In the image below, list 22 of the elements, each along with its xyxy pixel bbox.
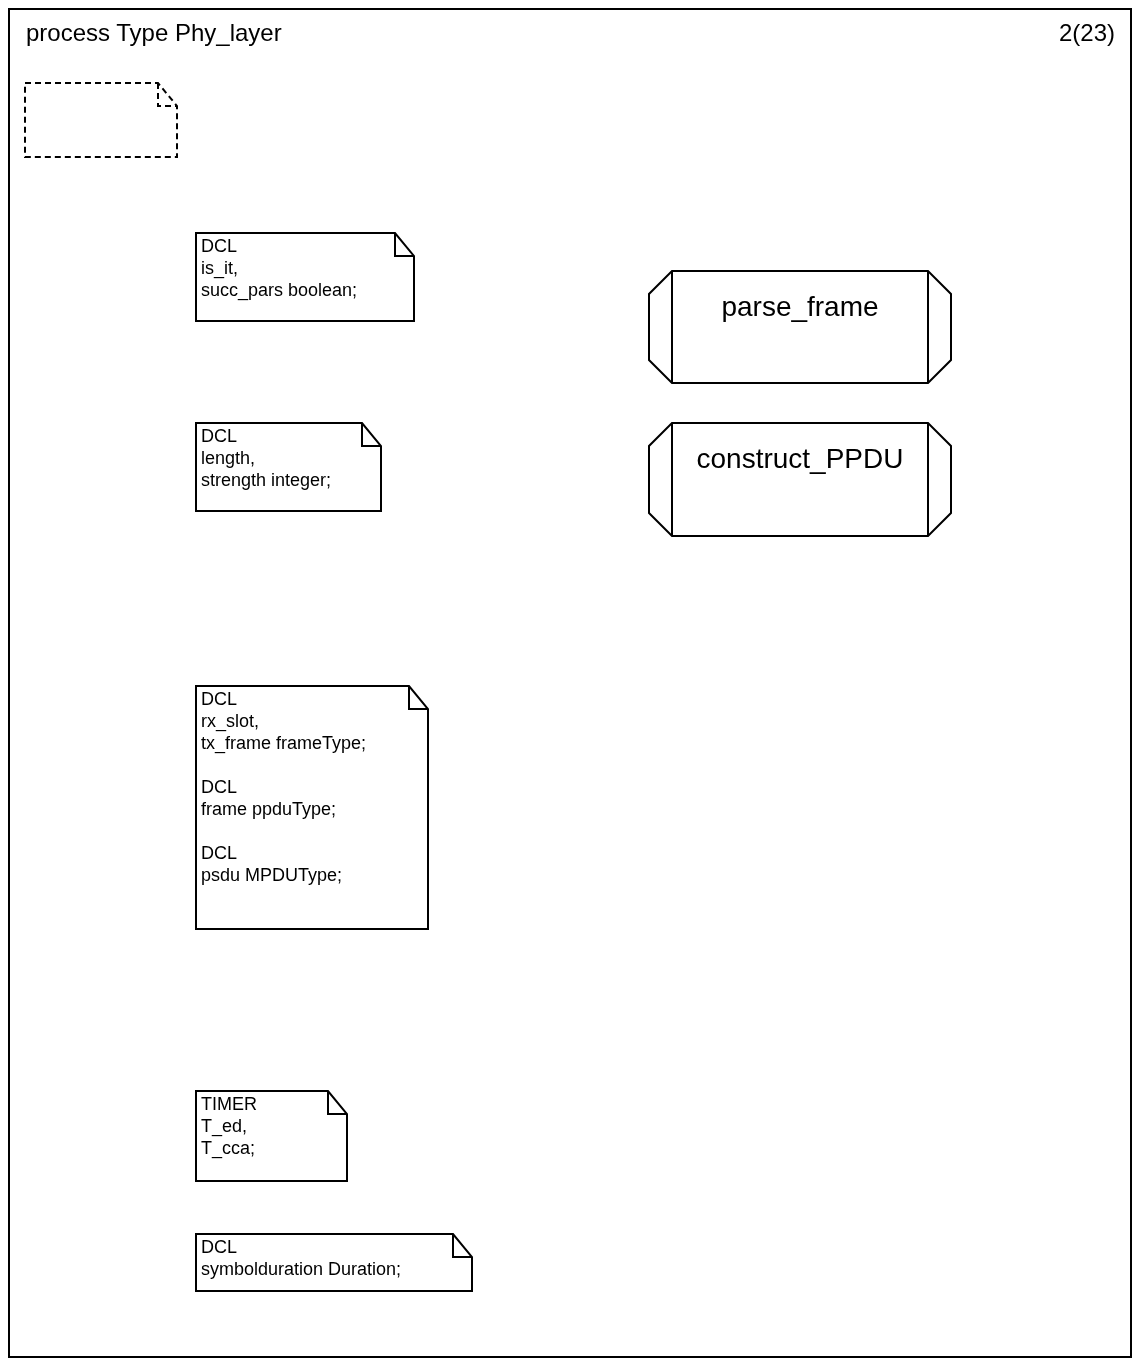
declaration-text: T_cca;	[201, 1137, 256, 1159]
procedure-name: parse_frame	[721, 292, 879, 323]
declaration-text: symbolduration Duration;	[201, 1258, 402, 1280]
declaration-text: is_it,	[201, 257, 238, 279]
declaration-text: tx_frame frameType;	[201, 732, 367, 754]
declaration-text: succ_pars boolean;	[201, 279, 358, 301]
declaration-text: DCL	[201, 1236, 237, 1258]
declaration-text: frame ppduType;	[201, 798, 337, 820]
declaration-text: strength integer;	[201, 469, 332, 491]
page-number: 2(23)	[1058, 20, 1115, 47]
declaration-text: T_ed,	[201, 1115, 248, 1137]
procedure-name: construct_PPDU	[696, 444, 904, 475]
declaration-text: DCL	[201, 235, 237, 257]
declaration-text: TIMER	[201, 1093, 257, 1115]
declaration-text: DCL	[201, 842, 237, 864]
declaration-text: DCL	[201, 688, 237, 710]
declaration-text: psdu MPDUType;	[201, 864, 343, 886]
process-heading: process Type Phy_layer	[26, 20, 282, 47]
declaration-text: length,	[201, 447, 256, 469]
declaration-text: DCL	[201, 776, 237, 798]
declaration-text: rx_slot,	[201, 710, 260, 732]
declaration-text: DCL	[201, 425, 237, 447]
